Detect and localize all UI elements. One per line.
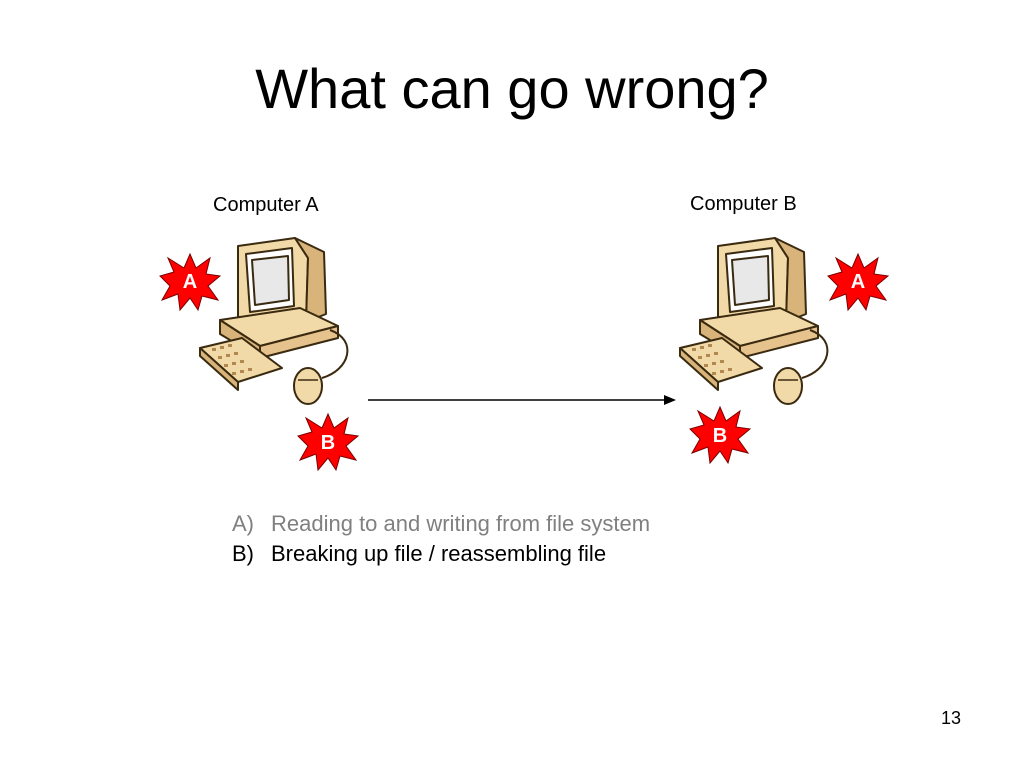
problem-list: A) Reading to and writing from file syste… [232, 509, 650, 569]
computer-b-label: Computer B [690, 193, 797, 215]
burst-a-right: A [827, 252, 890, 312]
computer-a-label: Computer A [213, 194, 319, 216]
problem-item-a: A) Reading to and writing from file syste… [232, 509, 650, 539]
computer-a-icon [199, 237, 349, 405]
problem-item-b-marker: B) [232, 541, 254, 566]
burst-b-right: B [689, 405, 752, 465]
problem-item-a-text: Reading to and writing from file system [271, 511, 651, 536]
problem-item-a-marker: A) [232, 511, 254, 536]
slide-title: What can go wrong? [255, 57, 769, 120]
problem-item-b-text: Breaking up file / reassembling file [271, 541, 607, 566]
burst-a-right-label: A [851, 271, 865, 293]
burst-b-right-label: B [713, 425, 727, 447]
burst-a-left: A [159, 252, 222, 312]
burst-b-left-label: B [321, 432, 335, 454]
problem-item-b: B) Breaking up file / reassembling file [232, 539, 650, 569]
transfer-arrow [368, 395, 676, 405]
burst-a-left-label: A [183, 271, 197, 293]
computer-b-icon [679, 237, 829, 405]
burst-b-left: B [297, 412, 360, 472]
page-number: 13 [940, 708, 961, 728]
